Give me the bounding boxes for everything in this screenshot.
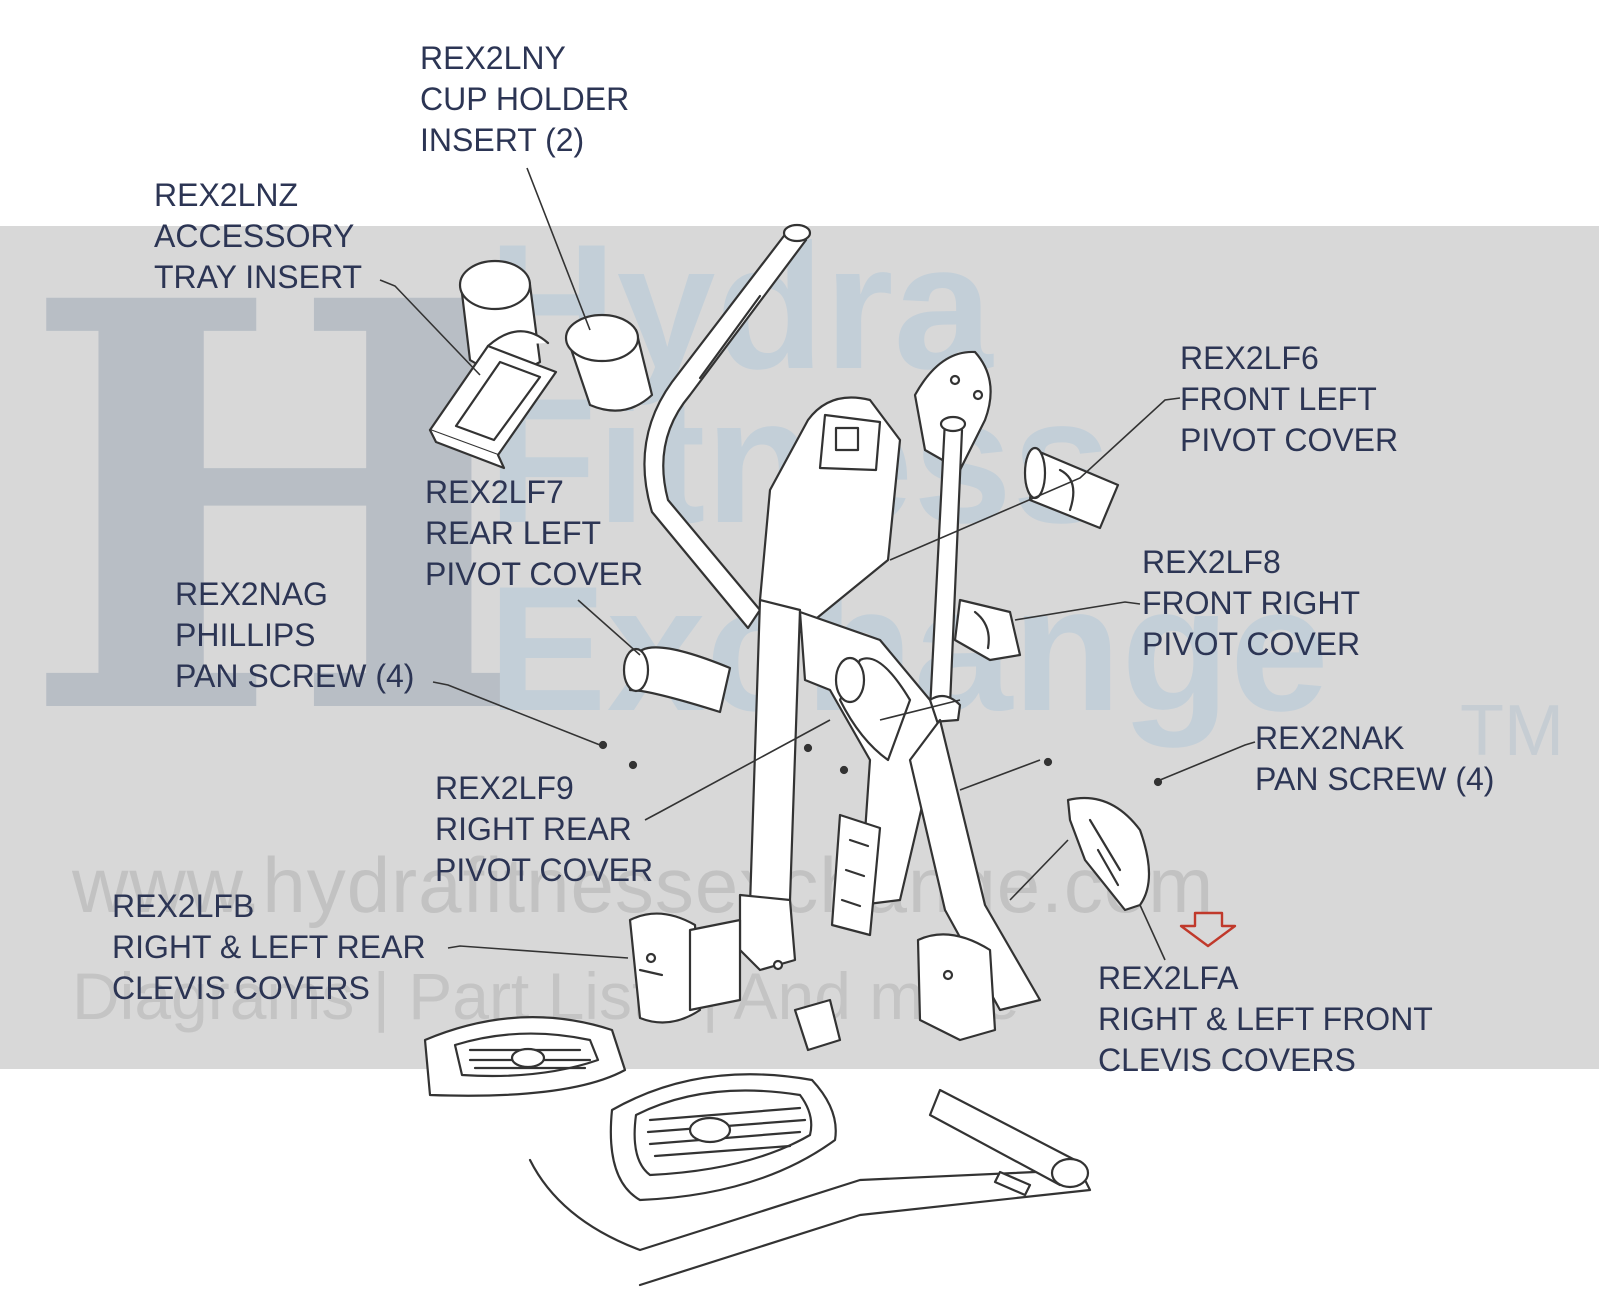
rear-clevis-cover xyxy=(628,893,997,1042)
cup-holder-insert-front xyxy=(564,313,654,412)
callout-rex2lnz: REX2LNZ ACCESSORY TRAY INSERT xyxy=(154,175,362,298)
front-right-pivot-cover xyxy=(953,598,1022,662)
leader-rex2lf6 xyxy=(889,397,1181,561)
part-description: FRONT RIGHT xyxy=(1142,585,1361,621)
leader-rex2nak xyxy=(1159,741,1256,781)
accessory-tray-insert xyxy=(428,330,558,470)
leader-rex2lfb xyxy=(447,945,629,959)
leader-lines xyxy=(379,167,1256,961)
right-pedal xyxy=(609,1073,837,1202)
console-housing xyxy=(758,350,992,642)
leader-extra-1 xyxy=(959,759,1041,791)
callout-rex2lfb: REX2LFB RIGHT & LEFT REAR CLEVIS COVERS xyxy=(112,886,426,1009)
part-number: REX2NAK xyxy=(1255,720,1405,756)
part-number: REX2LFB xyxy=(112,888,255,924)
part-description: PHILLIPS xyxy=(175,617,316,653)
leader-rex2lny xyxy=(526,167,591,331)
part-number: REX2NAG xyxy=(175,576,328,612)
part-description: TRAY INSERT xyxy=(154,259,363,295)
part-description: PIVOT COVER xyxy=(1142,626,1361,662)
part-description: REAR LEFT xyxy=(425,515,602,551)
frame-column xyxy=(748,598,1042,1012)
part-description: PIVOT COVER xyxy=(425,556,644,592)
callout-rex2lf9: REX2LF9 RIGHT REAR PIVOT COVER xyxy=(435,768,653,891)
part-description: PIVOT COVER xyxy=(435,852,654,888)
callout-rex2lf7: REX2LF7 REAR LEFT PIVOT COVER xyxy=(425,472,643,595)
front-left-pivot-cover xyxy=(1023,446,1120,530)
part-description: INSERT (2) xyxy=(420,122,585,158)
part-description: PIVOT COVER xyxy=(1180,422,1399,458)
part-number: REX2LF7 xyxy=(425,474,564,510)
part-number: REX2LNY xyxy=(420,40,566,76)
callout-rex2lf8: REX2LF8 FRONT RIGHT PIVOT COVER xyxy=(1142,542,1360,665)
leader-rex2lf7 xyxy=(577,599,641,656)
left-pedal xyxy=(423,1016,627,1097)
right-rear-pivot-cover xyxy=(834,656,912,762)
part-description: ACCESSORY xyxy=(154,218,355,254)
watermark-logo-letter: H xyxy=(20,181,550,839)
part-number: REX2LF6 xyxy=(1180,340,1319,376)
side-clevis-cover xyxy=(830,813,882,937)
leader-extra-2 xyxy=(879,699,961,721)
callout-rex2lfa: REX2LFA RIGHT & LEFT FRONT CLEVIS COVERS xyxy=(1098,958,1433,1081)
leader-rex2lf8 xyxy=(1014,601,1141,621)
part-description: CLEVIS COVERS xyxy=(112,970,370,1006)
leader-extra-3 xyxy=(1009,839,1069,901)
leader-rex2lf9 xyxy=(644,719,831,821)
front-clevis-cover xyxy=(1066,796,1150,912)
part-number: REX2LF9 xyxy=(435,770,574,806)
callout-rex2nak: REX2NAK PAN SCREW (4) xyxy=(1255,718,1494,800)
rear-left-pivot-cover xyxy=(622,646,732,714)
part-description: FRONT LEFT xyxy=(1180,381,1377,417)
part-description: RIGHT REAR xyxy=(435,811,632,847)
watermark-trademark: TM xyxy=(1460,691,1564,771)
callout-rex2lf6: REX2LF6 FRONT LEFT PIVOT COVER xyxy=(1180,338,1398,461)
callout-rex2lny: REX2LNY CUP HOLDER INSERT (2) xyxy=(420,38,629,161)
part-description: CUP HOLDER xyxy=(420,81,630,117)
part-number: REX2LFA xyxy=(1098,960,1239,996)
part-description: PAN SCREW (4) xyxy=(175,658,415,694)
callout-rex2nag: REX2NAG PHILLIPS PAN SCREW (4) xyxy=(175,574,414,697)
part-number: REX2LF8 xyxy=(1142,544,1281,580)
part-description: RIGHT & LEFT REAR xyxy=(112,929,426,965)
base-frame xyxy=(528,918,1092,1287)
left-handle-arm xyxy=(643,223,812,630)
leader-rex2lnz xyxy=(379,279,481,376)
part-number: REX2LNZ xyxy=(154,177,299,213)
part-description: RIGHT & LEFT FRONT xyxy=(1098,1001,1433,1037)
part-description: CLEVIS COVERS xyxy=(1098,1042,1356,1078)
part-description: PAN SCREW (4) xyxy=(1255,761,1495,797)
selected-part-indicator-icon xyxy=(1179,911,1237,948)
leader-rex2lfa xyxy=(1139,904,1166,961)
right-handle-arm xyxy=(928,415,967,724)
leader-rex2nag xyxy=(432,681,601,746)
